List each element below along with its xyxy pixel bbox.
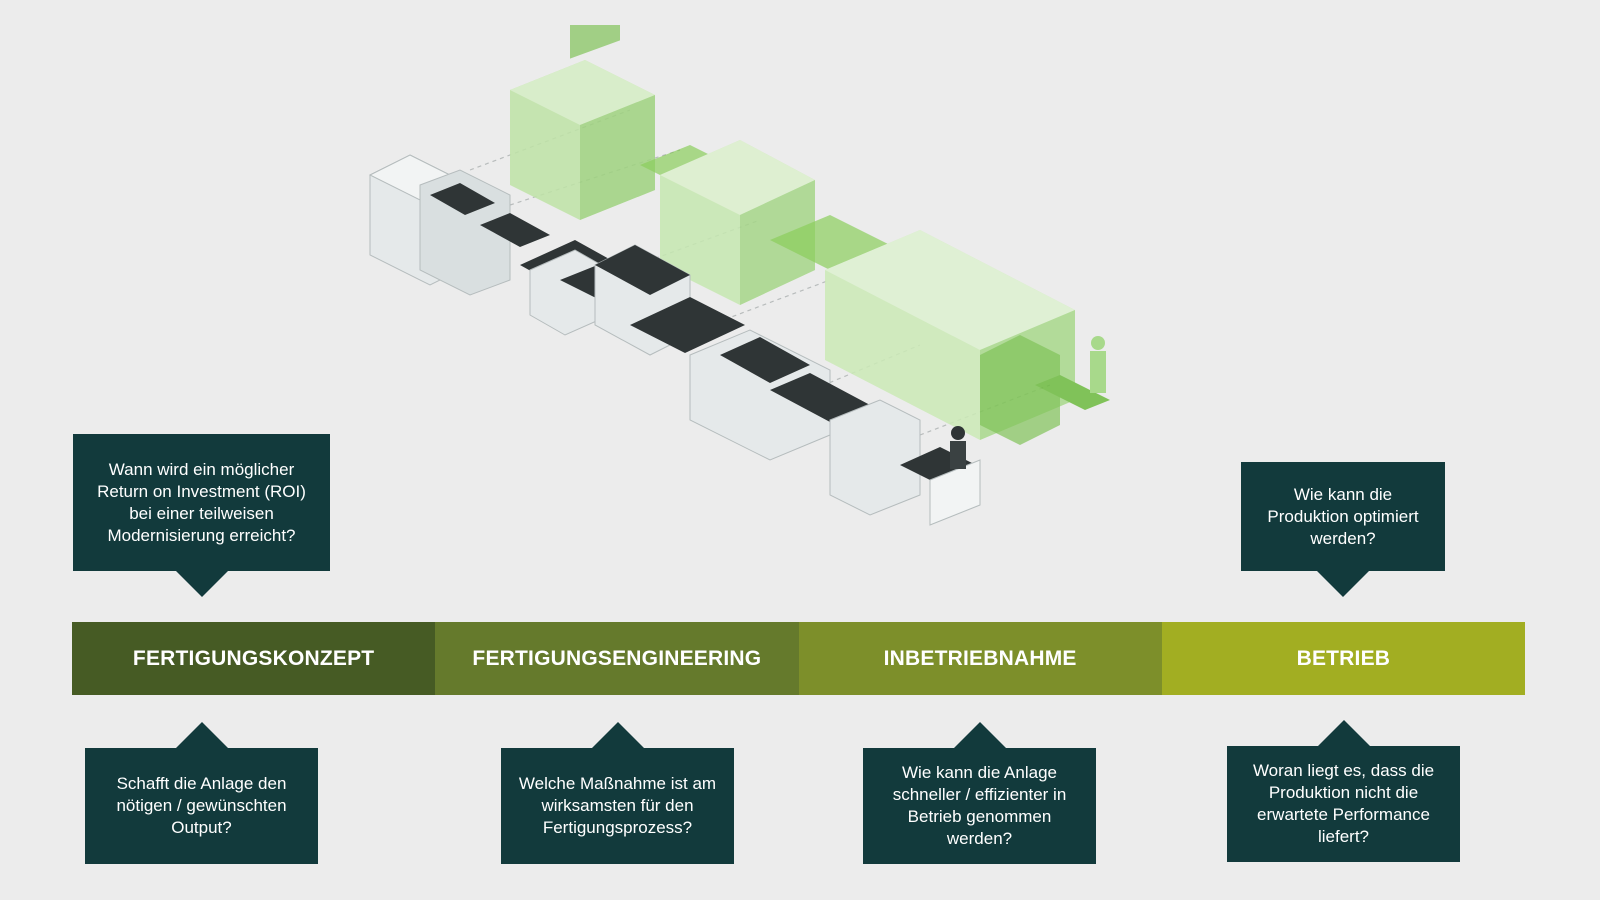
green-machine-line (510, 25, 1110, 445)
callout-pointer (1317, 571, 1369, 597)
phase-label: INBETRIEBNAHME (883, 646, 1077, 670)
grey-machine-line (368, 154, 981, 526)
callout-pointer (175, 722, 228, 748)
question-performance-callout: Woran liegt es, dass die Produktion nich… (1227, 720, 1460, 862)
question-text: Wie kann die Anlage schneller / effizien… (892, 763, 1067, 848)
question-text: Wie kann die Produktion optimiert werden… (1267, 484, 1419, 548)
question-optimize-callout: Wie kann die Produktion optimiert werden… (1241, 462, 1445, 597)
phase-label: FERTIGUNGSENGINEERING (472, 646, 762, 670)
worker-figures (950, 336, 1106, 469)
phase-timeline: FERTIGUNGSKONZEPT FERTIGUNGSENGINEERING … (72, 622, 1525, 695)
phase-fertigungskonzept: FERTIGUNGSKONZEPT (72, 622, 436, 695)
callout-pointer (175, 571, 228, 597)
question-text: Wann wird ein möglicher Return on Invest… (97, 459, 306, 545)
question-commission-callout: Wie kann die Anlage schneller / effizien… (863, 722, 1096, 864)
question-roi-callout: Wann wird ein möglicher Return on Invest… (73, 434, 330, 597)
phase-betrieb: BETRIEB (1161, 622, 1525, 695)
question-text: Welche Maßnahme ist am wirksamsten für d… (518, 774, 717, 837)
callout-pointer (953, 722, 1006, 748)
callout-pointer (1317, 720, 1370, 746)
question-measure-callout: Welche Maßnahme ist am wirksamsten für d… (501, 722, 734, 864)
question-text: Woran liegt es, dass die Produktion nich… (1252, 761, 1435, 846)
phase-label: FERTIGUNGSKONZEPT (132, 646, 375, 670)
phase-fertigungsengineering: FERTIGUNGSENGINEERING (435, 622, 799, 695)
phase-inbetriebnahme: INBETRIEBNAHME (798, 622, 1162, 695)
question-output-callout: Schafft die Anlage den nötigen / gewünsc… (85, 722, 318, 864)
callout-pointer (591, 722, 644, 748)
question-text: Schafft die Anlage den nötigen / gewünsc… (116, 774, 287, 837)
production-line-illustration (368, 25, 1110, 526)
phase-label: BETRIEB (1296, 646, 1391, 670)
